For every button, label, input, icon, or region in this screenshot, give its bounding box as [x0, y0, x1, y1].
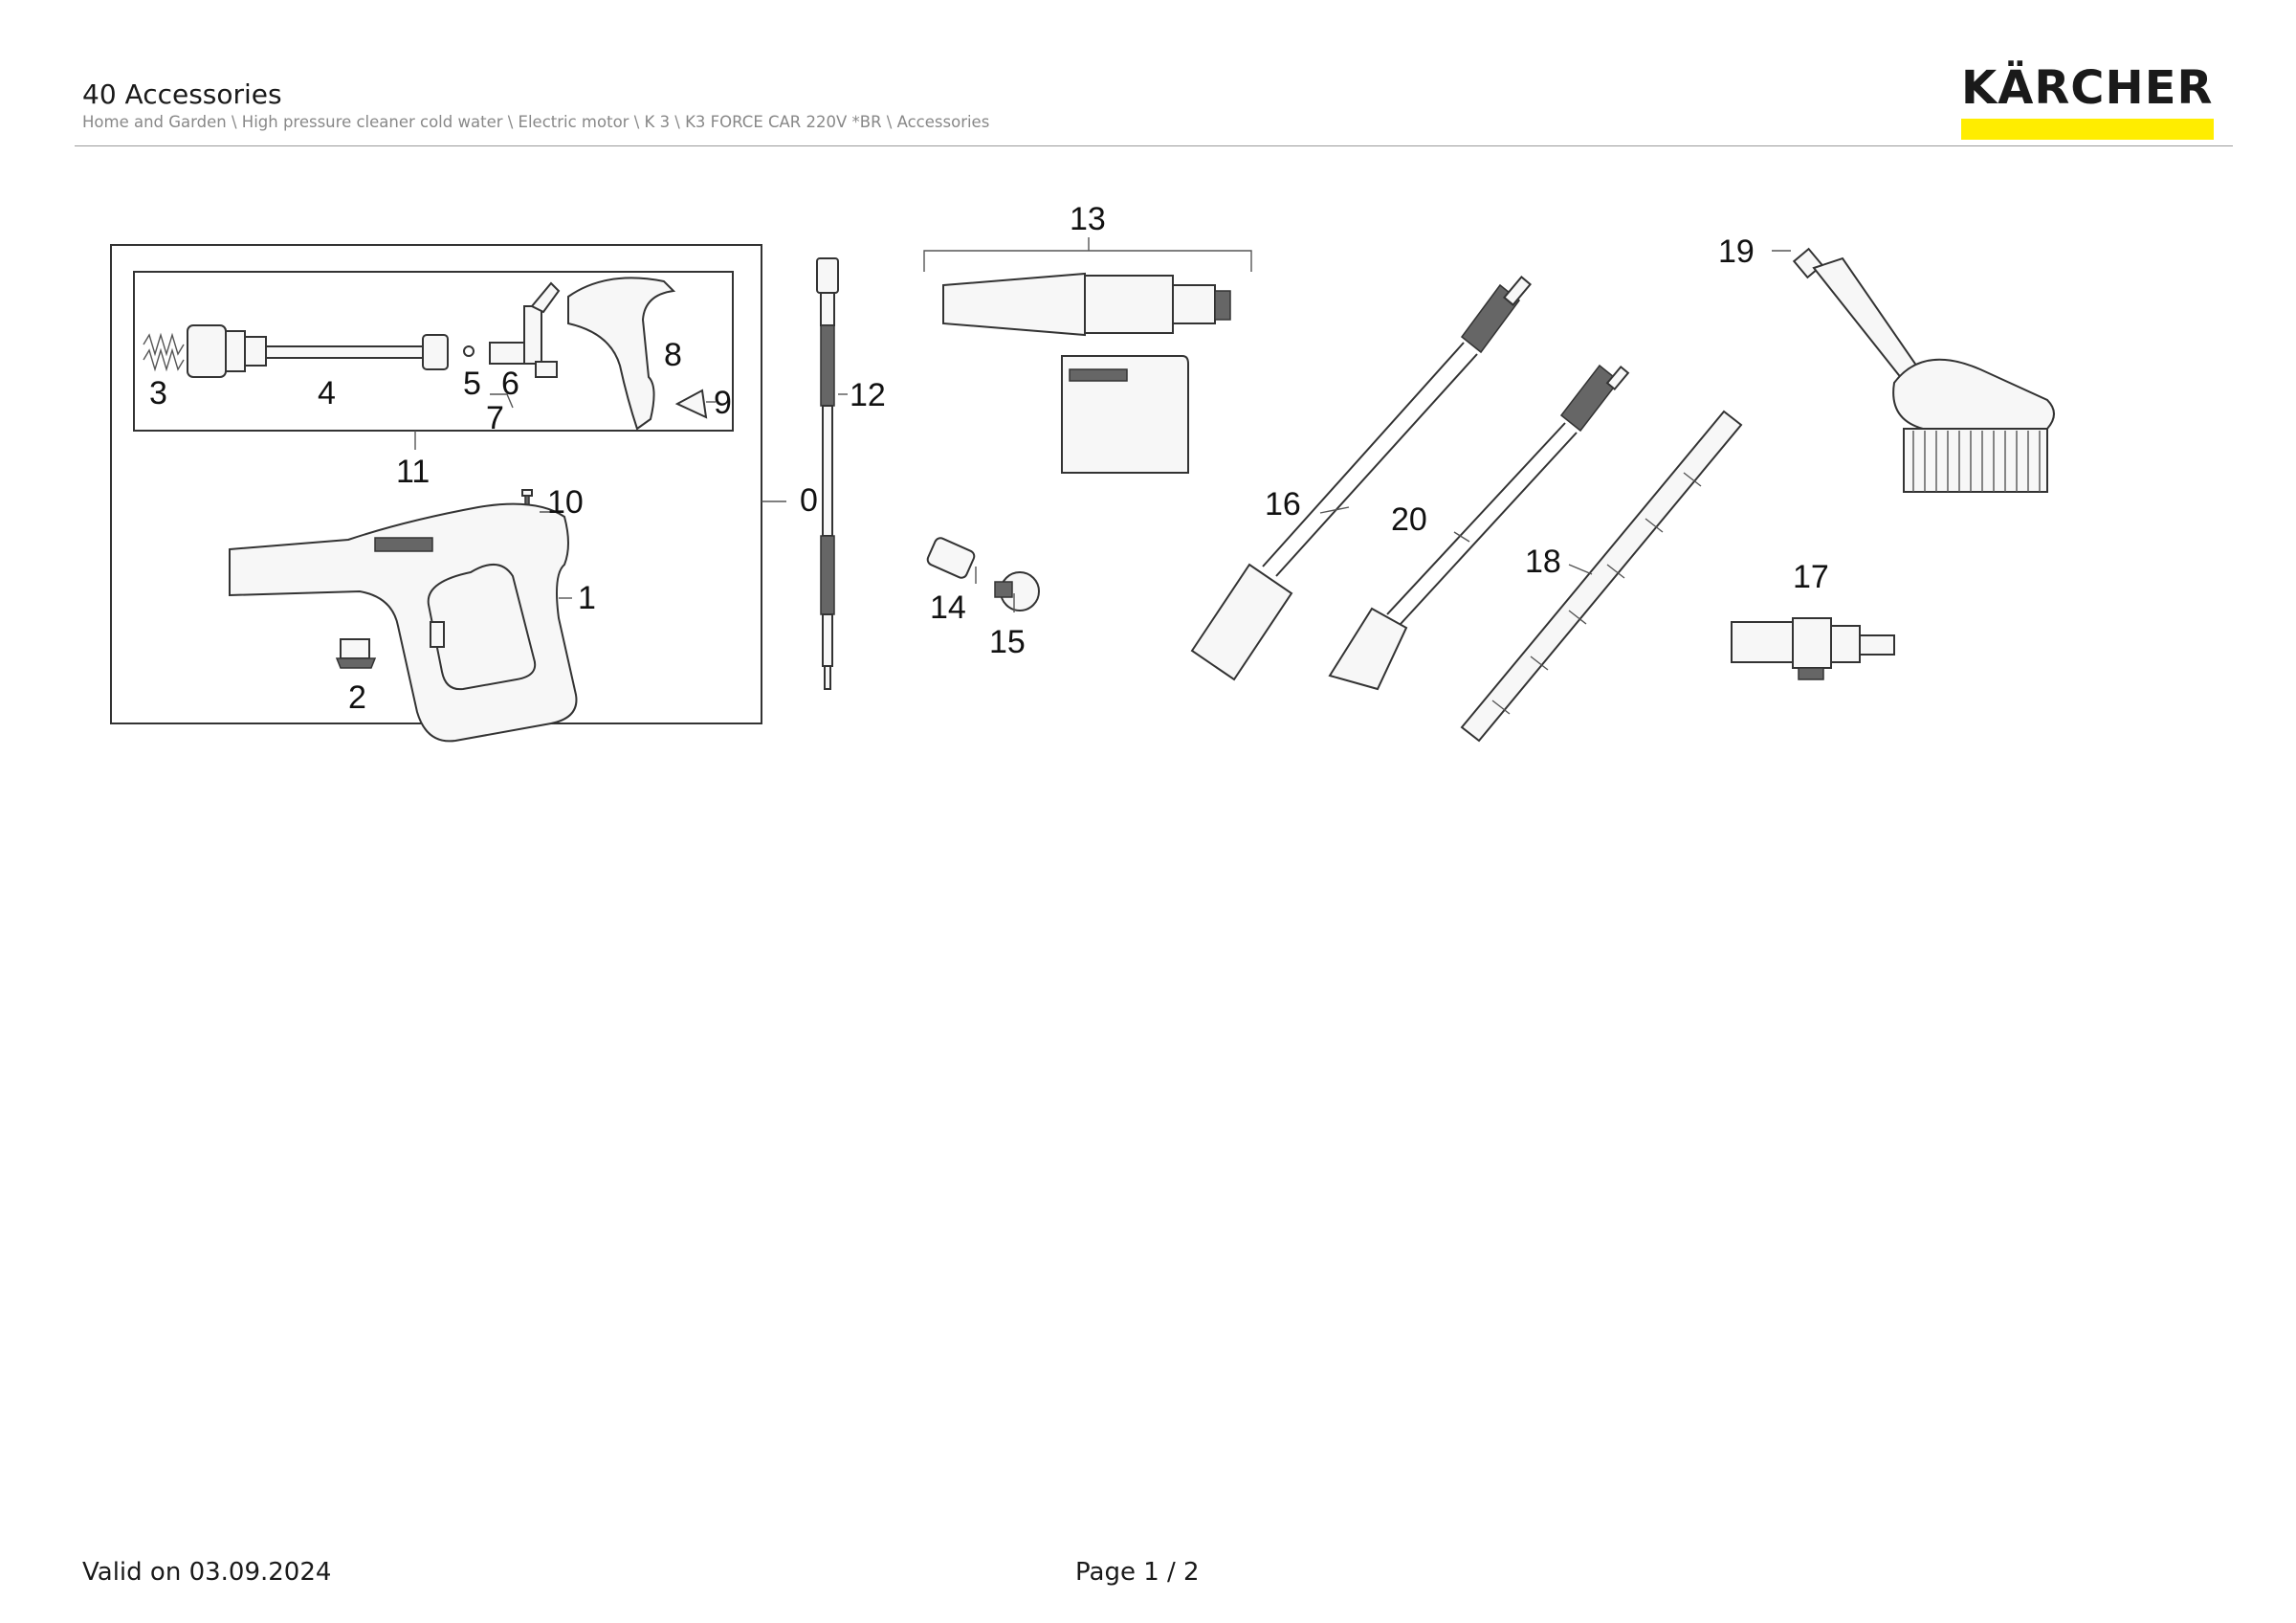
breadcrumb: Home and Garden \ High pressure cleaner … [82, 113, 990, 131]
brand-logo: KÄRCHER [1961, 59, 2214, 140]
part-1-gun-body[interactable] [229, 502, 578, 743]
part-3-spring[interactable] [143, 332, 185, 372]
page-number: Page 1 / 2 [1075, 1558, 1200, 1587]
label-1: 1 [578, 580, 596, 616]
label-12: 12 [850, 377, 886, 413]
label-3: 3 [149, 375, 167, 411]
leader-lines [540, 250, 1791, 612]
label-5: 5 [463, 366, 481, 402]
part-14-adapter[interactable] [926, 536, 976, 579]
label-10: 10 [547, 484, 584, 521]
label-8: 8 [664, 337, 682, 373]
label-11: 11 [396, 454, 430, 490]
part-5-oring[interactable] [463, 345, 475, 357]
part-18-extension[interactable] [1460, 410, 1743, 743]
part-17-coupling[interactable] [1731, 617, 1895, 680]
part-6-valve[interactable] [489, 281, 561, 378]
exploded-parts-diagram: 0 1 2 3 4 5 6 7 8 9 10 11 12 13 14 15 16… [110, 201, 2055, 743]
label-17: 17 [1793, 559, 1829, 595]
logo-text: KÄRCHER [1961, 61, 2214, 115]
label-9: 9 [714, 385, 732, 421]
part-15-adapter[interactable] [994, 571, 1040, 611]
part-2-clip[interactable] [335, 638, 377, 669]
part-8-trigger[interactable] [567, 277, 676, 431]
logo-yellow-bar [1961, 119, 2214, 140]
label-2: 2 [348, 679, 366, 716]
page-title: 40 Accessories [82, 78, 282, 110]
label-19: 19 [1718, 233, 1755, 270]
part-7-pin[interactable] [490, 393, 514, 409]
label-7: 7 [486, 400, 504, 436]
part-16-vario-lance[interactable] [1190, 276, 1533, 681]
group-frame-11 [133, 271, 734, 432]
label-16: 16 [1265, 486, 1301, 522]
label-6: 6 [501, 366, 519, 402]
label-14: 14 [930, 589, 966, 626]
header-divider [75, 145, 2233, 146]
part-4-tube[interactable] [187, 324, 449, 378]
label-20: 20 [1391, 501, 1427, 538]
label-15: 15 [989, 624, 1026, 660]
label-18: 18 [1525, 544, 1561, 580]
label-0: 0 [800, 482, 818, 519]
part-19-brush[interactable] [1792, 247, 2055, 493]
part-12-lance[interactable] [816, 257, 839, 690]
label-13: 13 [1070, 201, 1106, 237]
part-13-foam-nozzle[interactable] [942, 272, 1231, 474]
label-4: 4 [318, 375, 336, 411]
valid-date: Valid on 03.09.2024 [82, 1558, 332, 1587]
part-20-dirt-blaster[interactable] [1328, 364, 1630, 691]
part-9-cap[interactable] [674, 389, 708, 419]
